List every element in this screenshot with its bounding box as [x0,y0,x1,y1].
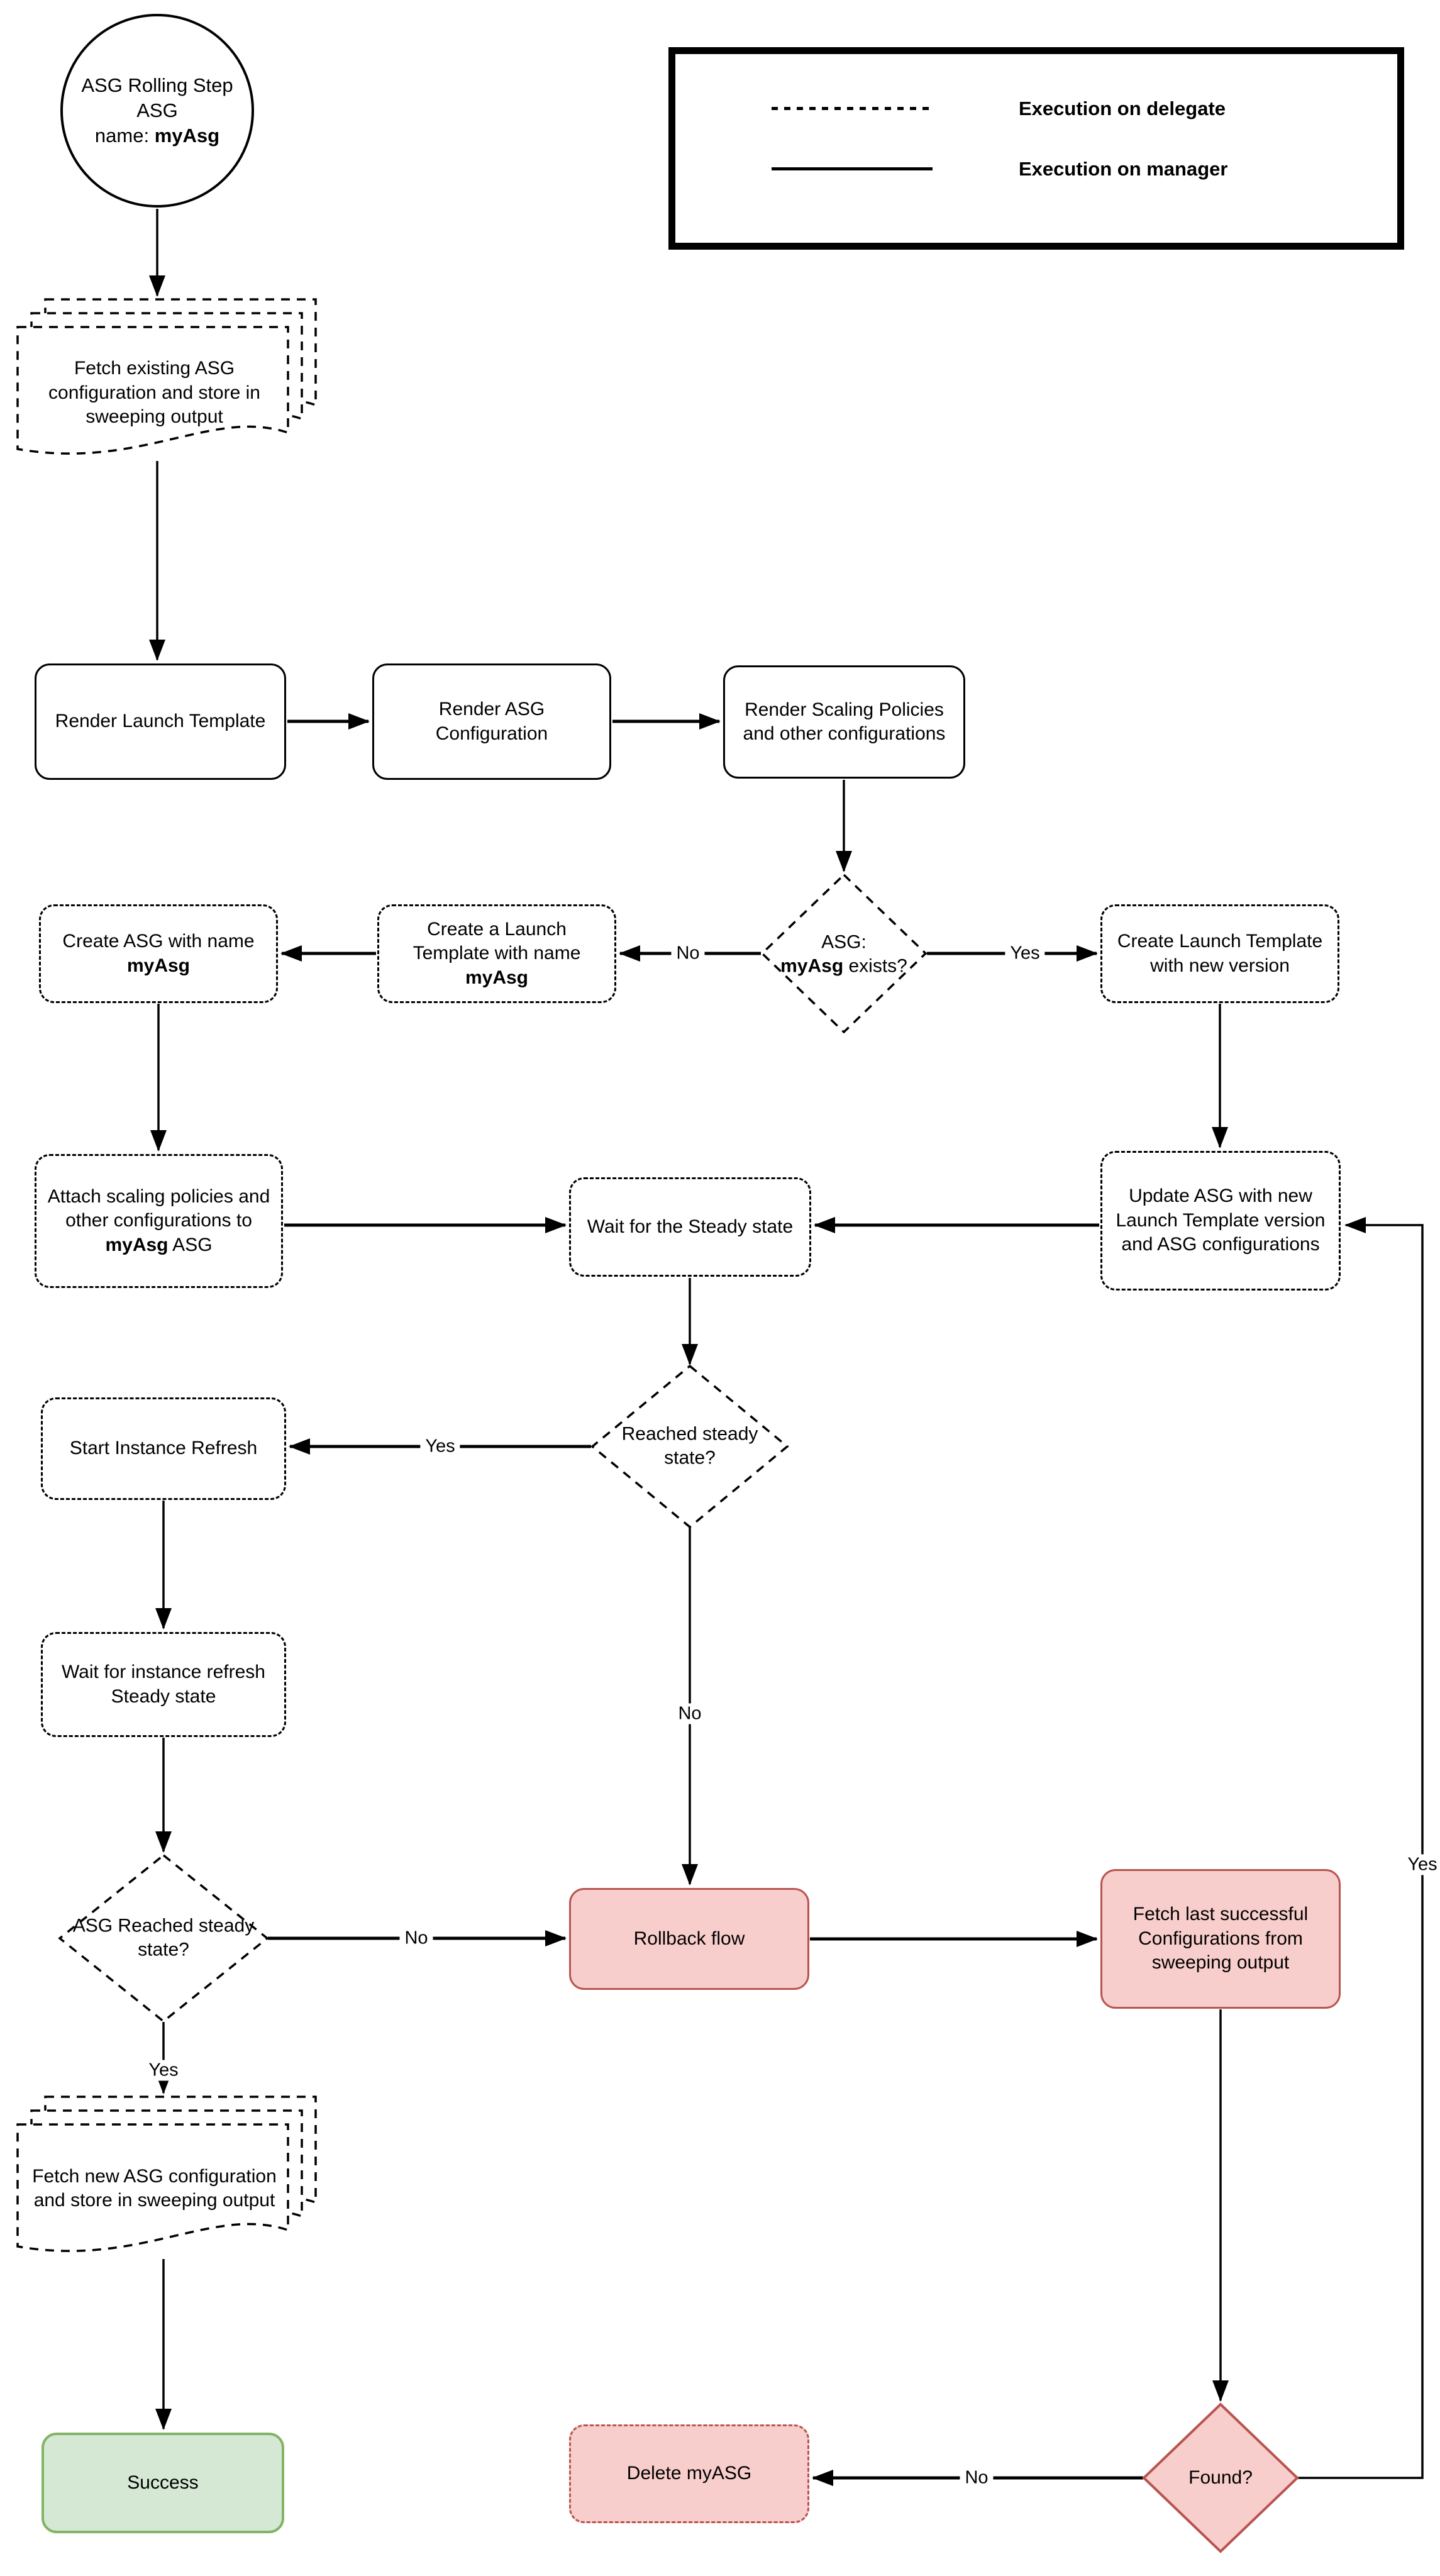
decision-asg-exists-diamond [760,873,928,1034]
wait-steady-label: Wait for the Steady state [587,1216,794,1237]
attach-policies-pre: Attach scaling policies and other config… [47,1185,270,1231]
render-scaling-node: Render Scaling Policies and other config… [723,665,965,779]
legend-delegate-label: Execution on delegate [1019,97,1226,119]
decision-found-diamond [1142,2402,1299,2553]
legend-dashed-line-sample [772,107,933,110]
create-asg-node: Create ASG with name myAsg [39,904,278,1003]
rollback-node: Rollback flow [569,1888,809,1990]
wait-instance-refresh-node: Wait for instance refresh Steady state [41,1632,286,1737]
start-node-label: ASG Rolling Step ASG name: myAsg [81,73,233,148]
render-launch-template-label: Render Launch Template [55,711,266,732]
fetch-existing-text: Fetch existing ASG configuration and sto… [48,358,260,428]
edge-label-found-yes: Yes [1402,1854,1440,1875]
found-text: Found? [1188,2467,1253,2488]
legend-box [668,47,1404,250]
wait-instance-refresh-label: Wait for instance refresh Steady state [61,1662,265,1707]
delete-asg-node: Delete myASG [569,2424,809,2523]
fetch-new-text: Fetch new ASG configuration and store in… [32,2165,277,2211]
success-node: Success [42,2433,284,2533]
attach-policies-label: Attach scaling policies and other config… [44,1185,274,1257]
found-label: Found? [1151,2466,1290,2490]
legend-manager-label: Execution on manager [1019,158,1228,180]
start-name-prefix: name: [94,124,155,147]
reached-steady-text: Reached steady state? [621,1423,758,1468]
edge-label-exists-no: No [671,943,705,964]
start-name-bold: myAsg [154,124,220,147]
decision-asg-reached-steady-diamond [58,1853,269,2023]
render-scaling-label: Render Scaling Policies and other config… [743,699,946,744]
edge-found-yes-to-update-asg [1297,1217,1424,2479]
render-launch-template-node: Render Launch Template [35,663,286,780]
asg-exists-post: exists? [843,956,907,977]
success-label: Success [127,2472,199,2493]
update-asg-label: Update ASG with new Launch Template vers… [1116,1185,1326,1255]
start-node: ASG Rolling Step ASG name: myAsg [60,14,254,208]
start-instance-refresh-node: Start Instance Refresh [41,1397,286,1500]
create-lt-named-pre: Create a Launch Template with name [413,918,581,964]
reached-steady-label: Reached steady state? [605,1423,775,1471]
fetch-existing-node-label: Fetch existing ASG configuration and sto… [30,343,279,443]
create-lt-named-bold: myAsg [465,967,529,988]
document-stack-fetch-new [16,2096,317,2252]
create-asg-bold: myAsg [126,955,191,976]
fetch-last-node: Fetch last successful Configurations fro… [1100,1869,1341,2009]
fetch-new-node-label: Fetch new ASG configuration and store in… [30,2138,279,2239]
legend-solid-line-sample [772,167,933,170]
edge-label-exists-yes: Yes [1005,943,1045,964]
create-launch-template-new-node: Create Launch Template with new version [1100,904,1339,1003]
start-line2: ASG [136,99,178,122]
create-asg-pre: Create ASG with name [62,931,255,952]
edge-label-found-no: No [960,2467,994,2489]
start-line1: ASG Rolling Step [81,74,233,97]
document-stack-fetch-existing [16,298,317,455]
wait-steady-node: Wait for the Steady state [569,1177,811,1277]
edge-label-asg-reached-no: No [399,1928,433,1949]
render-asg-config-node: Render ASG Configuration [372,663,611,780]
asg-reached-steady-text: ASG Reached steady state? [72,1915,255,1960]
asg-exists-bold: myAsg [780,956,844,977]
asg-reached-steady-label: ASG Reached steady state? [60,1914,267,1963]
attach-policies-bold: myAsg [105,1234,169,1255]
decision-reached-steady-diamond [590,1364,789,1529]
create-asg-label: Create ASG with name myAsg [48,930,269,978]
create-launch-template-named-label: Create a Launch Template with name myAsg [387,918,607,990]
rollback-label: Rollback flow [633,1928,745,1949]
edge-label-reached-yes: Yes [420,1436,460,1457]
edge-label-reached-no: No [673,1703,707,1724]
document-front [16,2123,289,2252]
asg-exists-line1: ASG: [821,931,867,953]
create-launch-template-new-label: Create Launch Template with new version [1117,931,1323,976]
delete-asg-label: Delete myASG [626,2463,752,2484]
update-asg-node: Update ASG with new Launch Template vers… [1100,1151,1341,1291]
attach-policies-post: ASG [168,1234,213,1255]
edge-label-asg-reached-yes: Yes [143,2060,184,2081]
render-asg-config-label: Render ASG Configuration [435,699,548,744]
attach-policies-node: Attach scaling policies and other config… [35,1154,283,1288]
asg-exists-label: ASG: myAsg exists? [750,931,938,979]
start-instance-refresh-label: Start Instance Refresh [69,1438,258,1459]
fetch-last-label: Fetch last successful Configurations fro… [1133,1904,1309,1974]
create-launch-template-named-node: Create a Launch Template with name myAsg [377,904,616,1003]
document-front [16,326,289,455]
